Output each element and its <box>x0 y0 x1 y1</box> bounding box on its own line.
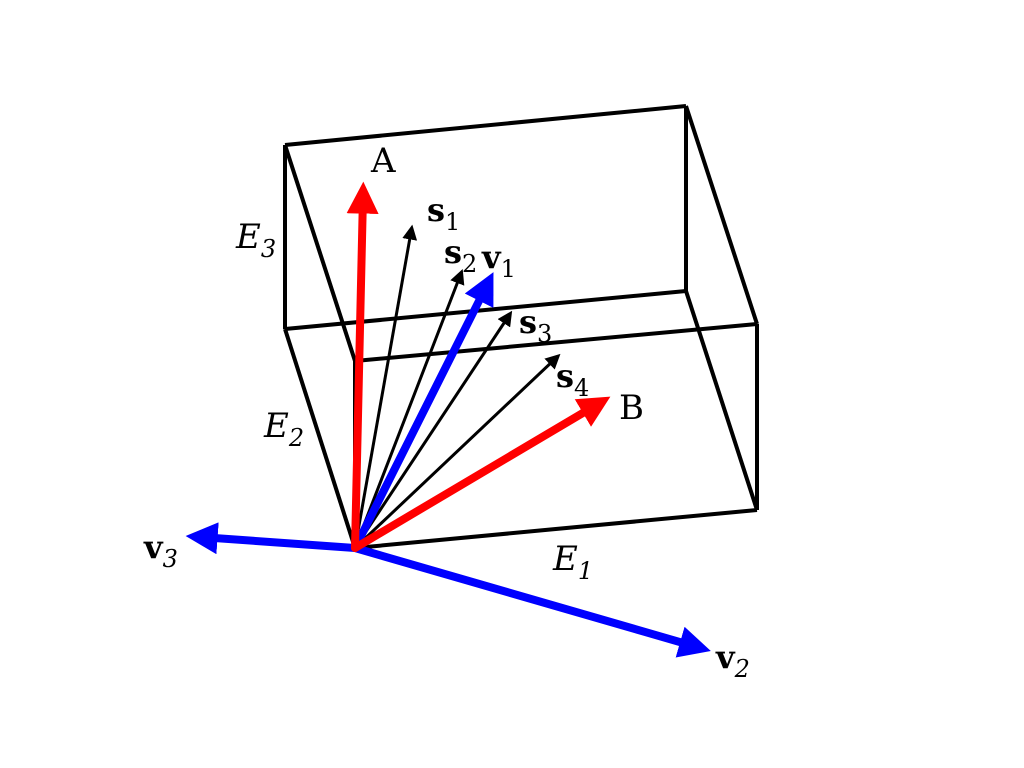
vector-v2-arrow <box>351 544 711 658</box>
vector-s4-arrow <box>353 353 561 550</box>
box-edge <box>354 322 758 363</box>
label-E2: E2 <box>263 406 304 452</box>
vector-B-arrow <box>351 396 611 552</box>
box-edge <box>284 289 687 331</box>
label-v2: v2 <box>715 638 750 683</box>
box-edge <box>354 508 758 550</box>
vector-s3-arrow <box>353 310 513 549</box>
box-edge <box>684 105 759 325</box>
box <box>283 104 759 550</box>
box-edge <box>284 104 687 147</box>
vector-s1-arrow <box>353 224 418 549</box>
red-vectors <box>346 181 611 552</box>
vector-A-arrow <box>346 181 379 552</box>
vector-s2-arrow <box>353 269 465 549</box>
vector-v3-arrow <box>185 522 359 555</box>
vector-v1-arrow <box>351 272 494 552</box>
label-A: A <box>370 141 396 181</box>
label-s4: s4 <box>556 357 589 402</box>
s-vectors <box>353 224 561 550</box>
box-edge <box>283 144 357 362</box>
box-edge <box>283 328 357 549</box>
v-vectors <box>185 272 711 658</box>
label-v1: v1 <box>481 238 516 283</box>
label-s3: s3 <box>519 303 552 348</box>
label-v3: v3 <box>143 528 178 573</box>
box-edge <box>684 290 759 511</box>
label-s2: s2 <box>444 233 477 278</box>
label-s1: s1 <box>427 191 460 236</box>
label-B: B <box>619 388 644 428</box>
label-E1: E1 <box>552 539 593 585</box>
label-E3: E3 <box>235 217 276 263</box>
